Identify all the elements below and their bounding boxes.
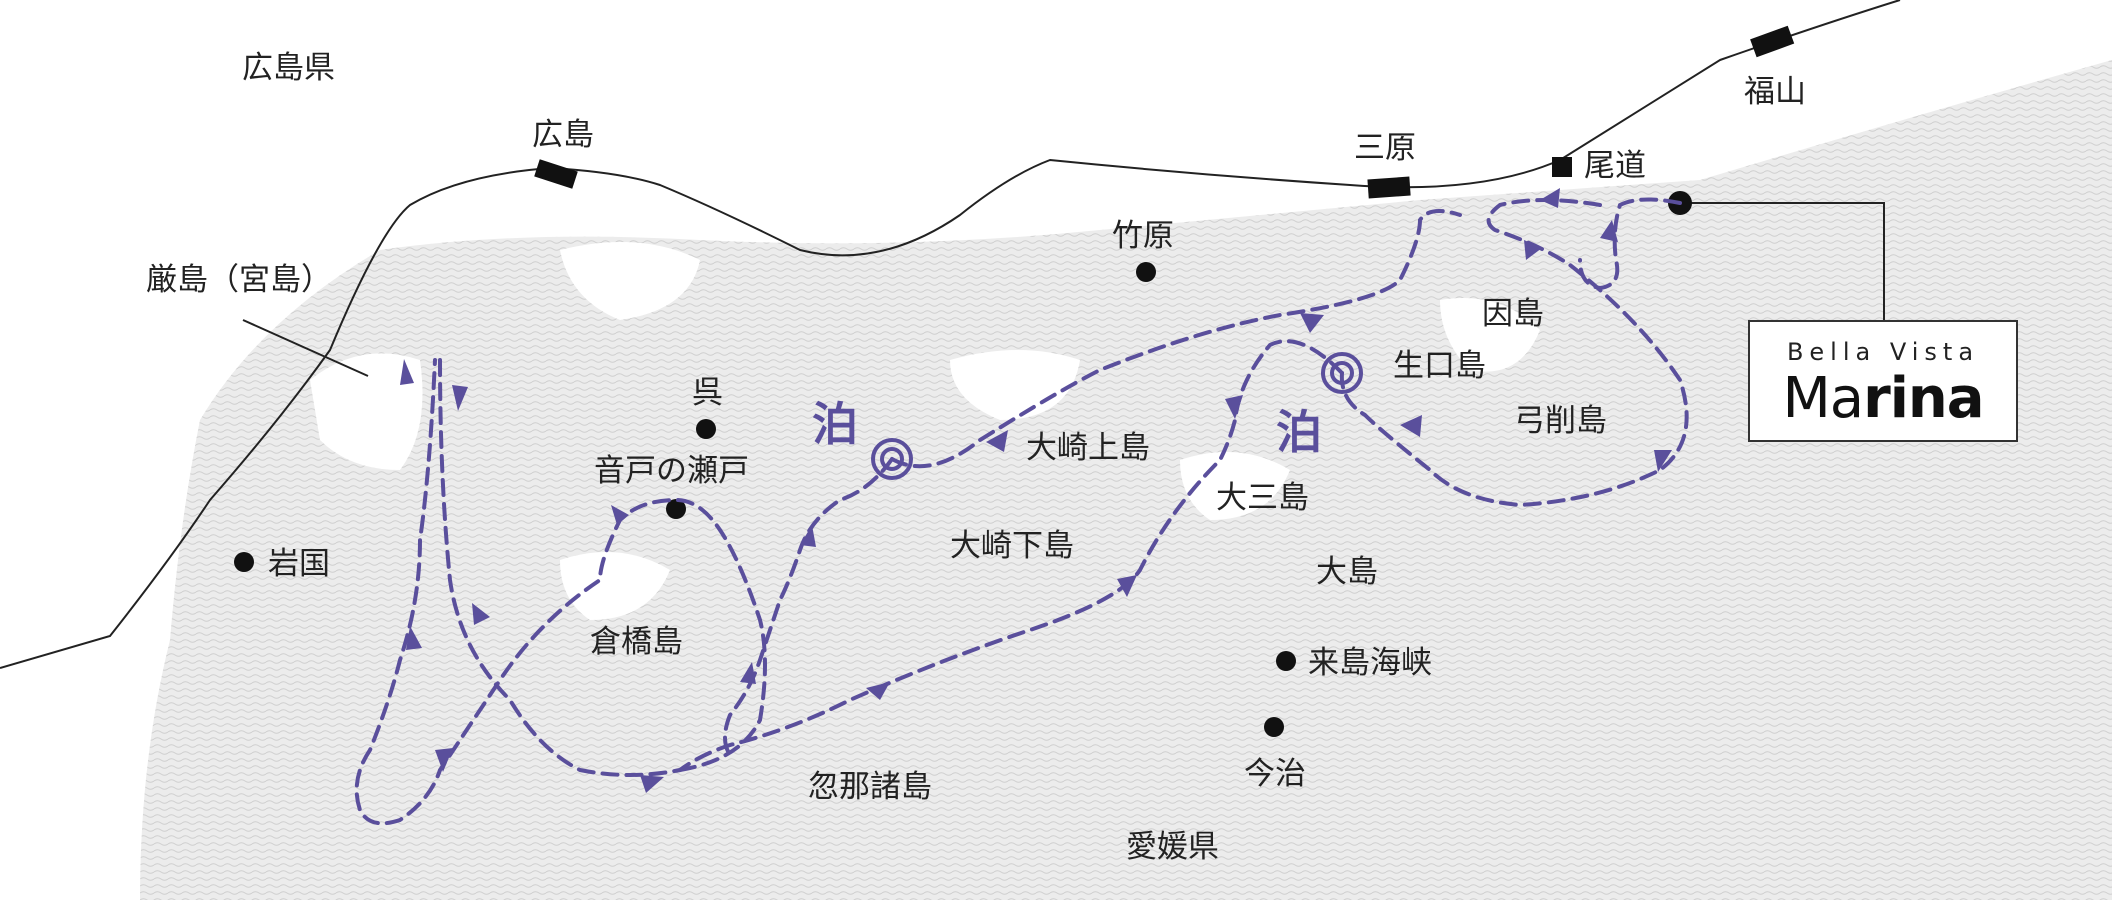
label-osakishimojima: 大崎下島: [950, 528, 1074, 564]
label-takehara: 竹原: [1112, 218, 1174, 254]
overnight-label-2: 泊: [1276, 405, 1322, 459]
itsukushima-leader: [242, 319, 369, 377]
label-kurahashi: 倉橋島: [590, 624, 683, 660]
prefecture-ehime: 愛媛県: [1126, 829, 1219, 865]
label-innoshima: 因島: [1482, 296, 1544, 332]
label-itsukushima: 厳島（宮島）: [146, 262, 332, 298]
station-hiroshima-label: 広島: [532, 117, 594, 153]
station-fukuyama-marker: [1750, 25, 1795, 58]
label-iwakuni: 岩国: [268, 546, 330, 582]
label-ikuchijima: 生口島: [1393, 348, 1486, 384]
land-texture: [140, 60, 2112, 900]
iwakuni-dot: [234, 552, 254, 572]
station-hiroshima-marker: [534, 159, 578, 189]
route-arrows: [400, 188, 1672, 793]
label-kure: 呉: [692, 375, 723, 411]
sea-gaps: [310, 242, 1540, 620]
prefecture-hiroshima: 広島県: [242, 50, 335, 86]
label-osakikamijima: 大崎上島: [1026, 430, 1150, 466]
ondo-dot: [666, 499, 686, 519]
label-omishima: 大三島: [1216, 480, 1309, 516]
label-yugeshima: 弓削島: [1514, 403, 1607, 439]
label-oshima: 大島: [1316, 554, 1378, 590]
logo-brand-regular: Ma: [1782, 366, 1864, 431]
label-onomichi: 尾道: [1584, 148, 1646, 184]
logo-brand-bold: rina: [1863, 366, 1984, 431]
label-kutsuna: 忽那諸島: [808, 769, 932, 805]
takehara-dot: [1136, 262, 1156, 282]
marina-leader: [1680, 202, 1885, 320]
label-ondo: 音戸の瀬戸: [594, 453, 749, 489]
logo-subtitle: Bella Vista: [1786, 338, 1980, 366]
label-imabari: 今治: [1244, 756, 1306, 792]
kurushima-dot: [1276, 651, 1296, 671]
station-mihara-label: 三原: [1354, 130, 1416, 166]
onomichi-square: [1552, 157, 1572, 177]
overnight-label-1: 泊: [812, 397, 858, 451]
overnight-stop-1: [871, 438, 913, 480]
label-kurushima: 来島海峡: [1308, 645, 1432, 681]
station-mihara-marker: [1367, 176, 1411, 199]
station-fukuyama-label: 福山: [1744, 74, 1806, 110]
imabari-dot: [1264, 717, 1284, 737]
kure-dot: [696, 419, 716, 439]
logo-brand: Marina: [1750, 366, 2016, 431]
bellavista-marina-logo: Bella Vista Marina: [1748, 320, 2018, 442]
